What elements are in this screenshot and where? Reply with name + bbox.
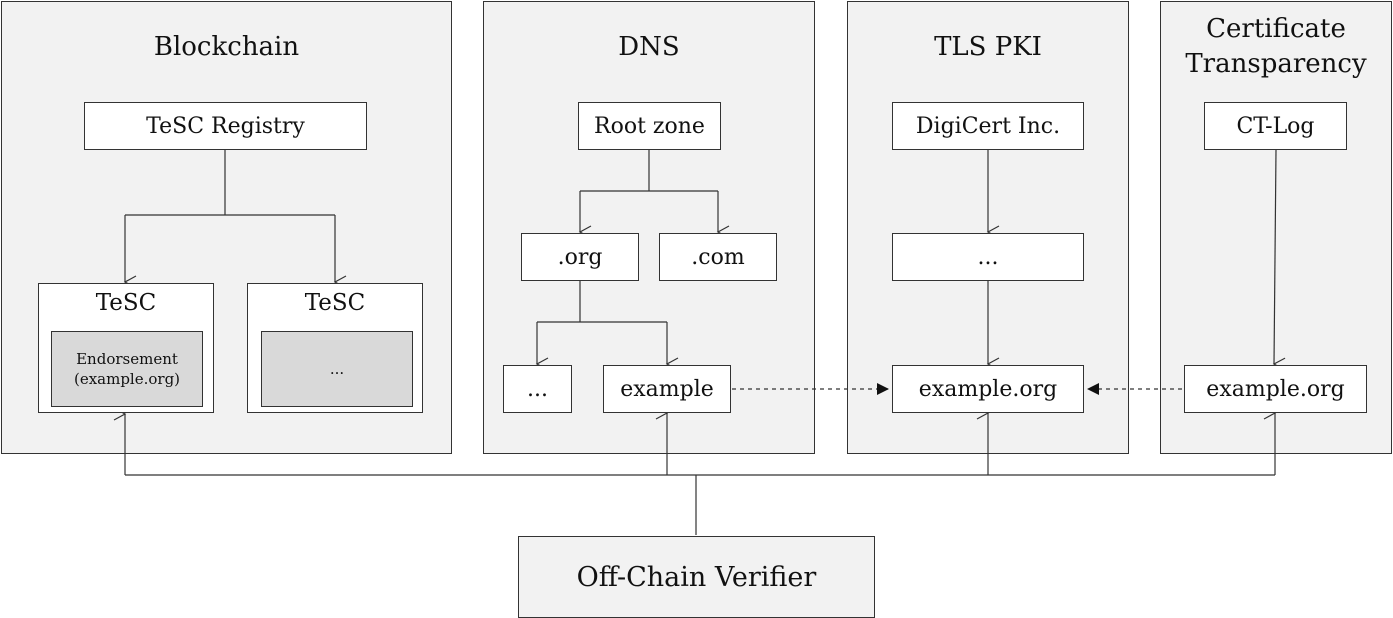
org-to-children-lines xyxy=(537,281,667,323)
tesc-2-ellipsis: ... xyxy=(329,360,345,378)
registry-to-tesc-lines xyxy=(125,150,335,216)
tesc-node-2: TeSC ... xyxy=(247,283,423,413)
dns-org-node: .org xyxy=(521,233,639,281)
ct-entry-node: example.org xyxy=(1184,365,1367,413)
tls-leaf-node: example.org xyxy=(892,365,1084,413)
tesc-2-title: TeSC xyxy=(304,290,366,316)
tesc-2-content-box: ... xyxy=(261,331,413,407)
dns-title: DNS xyxy=(618,32,680,62)
off-chain-verifier-node: Off-Chain Verifier xyxy=(518,536,875,618)
dns-example-node: example xyxy=(603,365,731,413)
ct-title-line2: Transparency xyxy=(1185,49,1367,79)
verifier-bus-lines xyxy=(125,474,1275,535)
tls-pki-title: TLS PKI xyxy=(934,32,1042,62)
arrow-ctlog-to-entry xyxy=(1272,149,1286,371)
endorsement-box: Endorsement (example.org) xyxy=(51,331,203,407)
blockchain-title: Blockchain xyxy=(153,32,300,62)
tls-ca-node: DigiCert Inc. xyxy=(892,102,1084,150)
dns-ellipsis-node: ... xyxy=(503,365,572,413)
dns-root-zone-node: Root zone xyxy=(578,102,721,150)
tesc-1-title: TeSC xyxy=(95,290,157,316)
tesc-registry-node: TeSC Registry xyxy=(84,102,367,150)
endorsement-label: Endorsement xyxy=(76,350,178,368)
endorsement-domain: (example.org) xyxy=(73,370,181,388)
tesc-node-1: TeSC Endorsement (example.org) xyxy=(38,283,214,413)
ct-log-node: CT-Log xyxy=(1204,102,1347,150)
root-to-tld-lines xyxy=(580,150,718,192)
dns-com-node: .com xyxy=(659,233,777,281)
ct-title-line1: Certificate xyxy=(1206,14,1346,44)
tls-intermediate-node: ... xyxy=(892,233,1084,281)
